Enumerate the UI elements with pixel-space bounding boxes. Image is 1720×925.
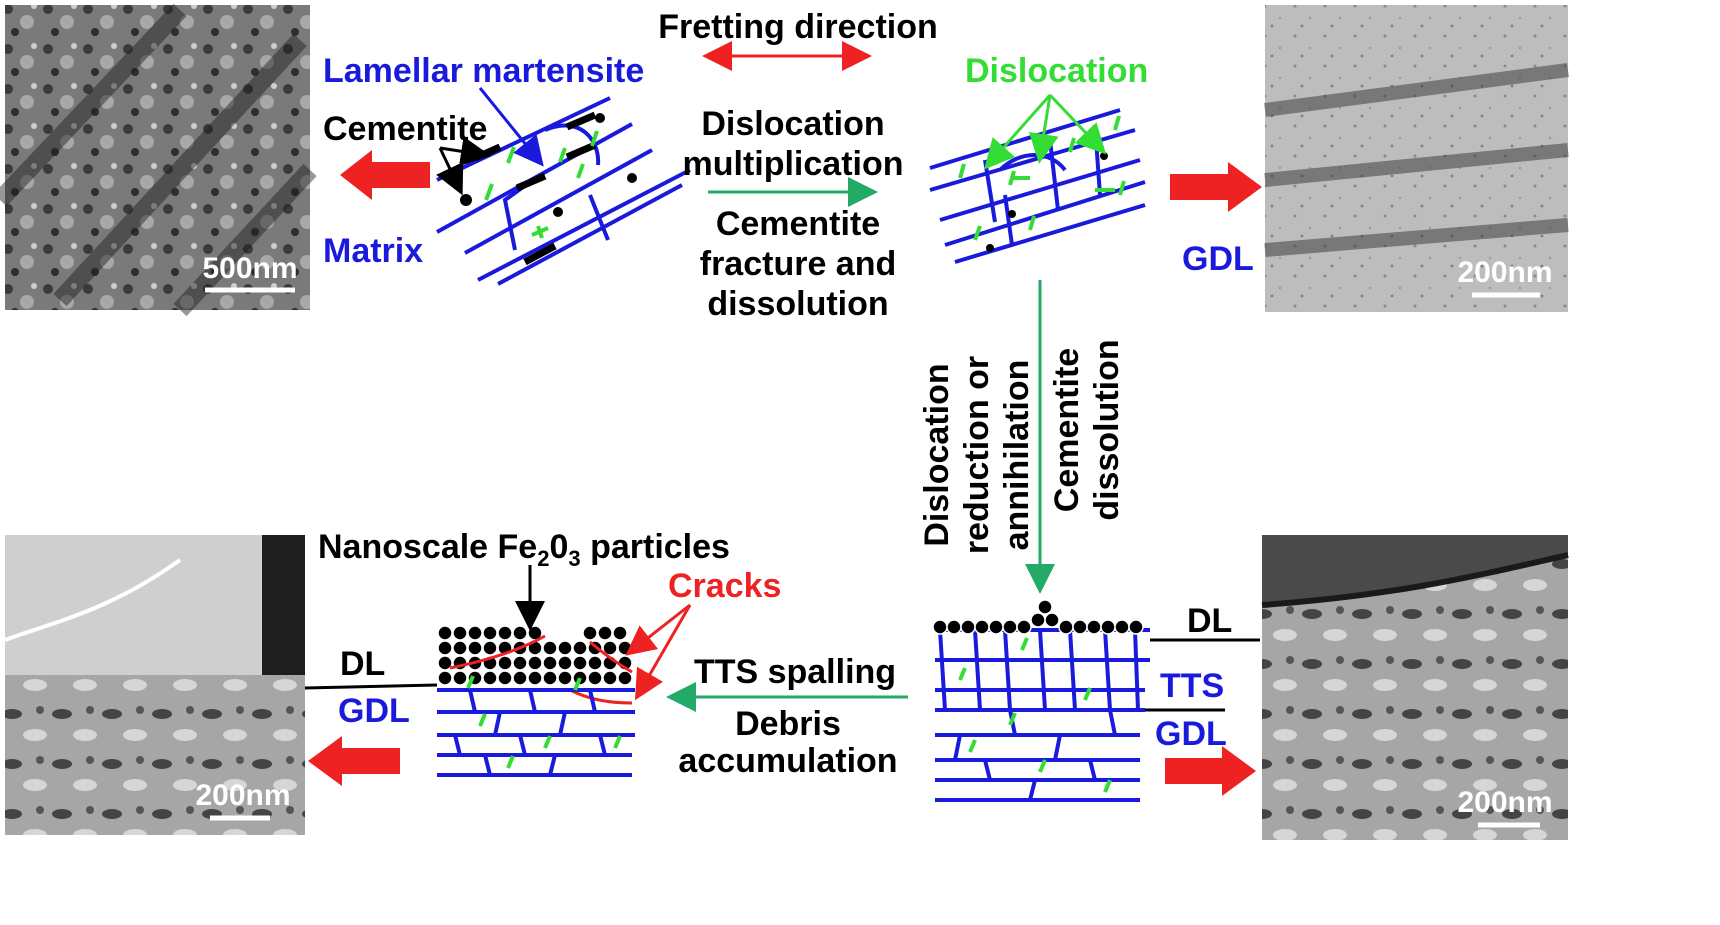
red-arrow-left-icon (308, 736, 400, 786)
micrograph-top-left: 500nm (0, 3, 317, 317)
stage4-schematic: Nanoscale Fe203 particles Cracks DL GDL (304, 528, 781, 777)
scale-bar-label: 200nm (195, 779, 290, 812)
pointer-arrow-icon (625, 603, 691, 656)
transition-3-line3: accumulation (678, 742, 897, 780)
dl-label: DL (1187, 602, 1232, 640)
transition-1-line2: multiplication (683, 145, 904, 183)
gdl-label: GDL (1155, 715, 1227, 753)
stage2-schematic: Dislocation GDL (929, 52, 1254, 278)
pointer-arrow-icon (1048, 93, 1107, 155)
nanoscale-particles-label: Nanoscale Fe203 particles (318, 528, 730, 571)
transition-1-line5: dissolution (707, 285, 888, 323)
pointer-arrow-icon (984, 94, 1052, 170)
red-arrow-right-icon (1170, 162, 1262, 212)
transition-1-line3: Cementite (716, 205, 880, 243)
transition-2: Dislocation reduction or annihilation Ce… (918, 280, 1126, 594)
transition-1: Dislocation multiplication Cementite fra… (683, 105, 904, 323)
dislocation-label: Dislocation (965, 52, 1148, 90)
transition-2-col1-line3: annihilation (998, 360, 1036, 551)
red-arrow-right-icon (1165, 746, 1256, 796)
pointer-arrow-icon (439, 136, 491, 167)
transition-2-col2-line2: dissolution (1088, 339, 1126, 520)
pointer-arrow-icon (478, 87, 544, 167)
scale-bar-label: 200nm (1457, 256, 1552, 289)
stage3-schematic: DL TTS GDL (932, 599, 1260, 802)
transition-2-col1-line1: Dislocation (918, 363, 956, 546)
scale-bar-label: 200nm (1457, 786, 1552, 819)
gdl-label: GDL (338, 692, 410, 730)
fretting-direction-label: Fretting direction (658, 8, 938, 46)
fretting-direction: Fretting direction (658, 8, 938, 71)
transition-3-line1: TTS spalling (694, 653, 896, 691)
transition-2-col1-line2: reduction or (958, 356, 996, 554)
tts-label: TTS (1160, 667, 1224, 705)
scale-bar-label: 500nm (202, 252, 297, 285)
stage1-schematic: Lamellar martensite Cementite Matrix (323, 52, 691, 286)
micrograph-bottom-left: 200nm (4, 535, 305, 835)
micrograph-bottom-right: 200nm (1261, 535, 1569, 840)
transition-1-line4: fracture and (700, 245, 897, 283)
pointer-arrow-icon (436, 147, 464, 196)
pointer-arrow-icon (634, 604, 692, 701)
transition-3-line2: Debris (735, 705, 841, 743)
cracks-label: Cracks (668, 567, 781, 605)
micrograph-top-right: 200nm (1264, 5, 1569, 312)
transition-3: TTS spalling Debris accumulation (666, 653, 908, 780)
gdl-label: GDL (1182, 240, 1254, 278)
transition-1-line1: Dislocation (701, 105, 884, 143)
lamellar-martensite-label: Lamellar martensite (323, 52, 644, 90)
transition-2-col2-line1: Cementite (1048, 348, 1086, 512)
red-arrow-left-icon (340, 150, 430, 200)
pointer-arrow-icon (1028, 94, 1059, 164)
cementite-label: Cementite (323, 110, 487, 148)
matrix-label: Matrix (323, 232, 423, 270)
dl-label: DL (340, 645, 385, 683)
